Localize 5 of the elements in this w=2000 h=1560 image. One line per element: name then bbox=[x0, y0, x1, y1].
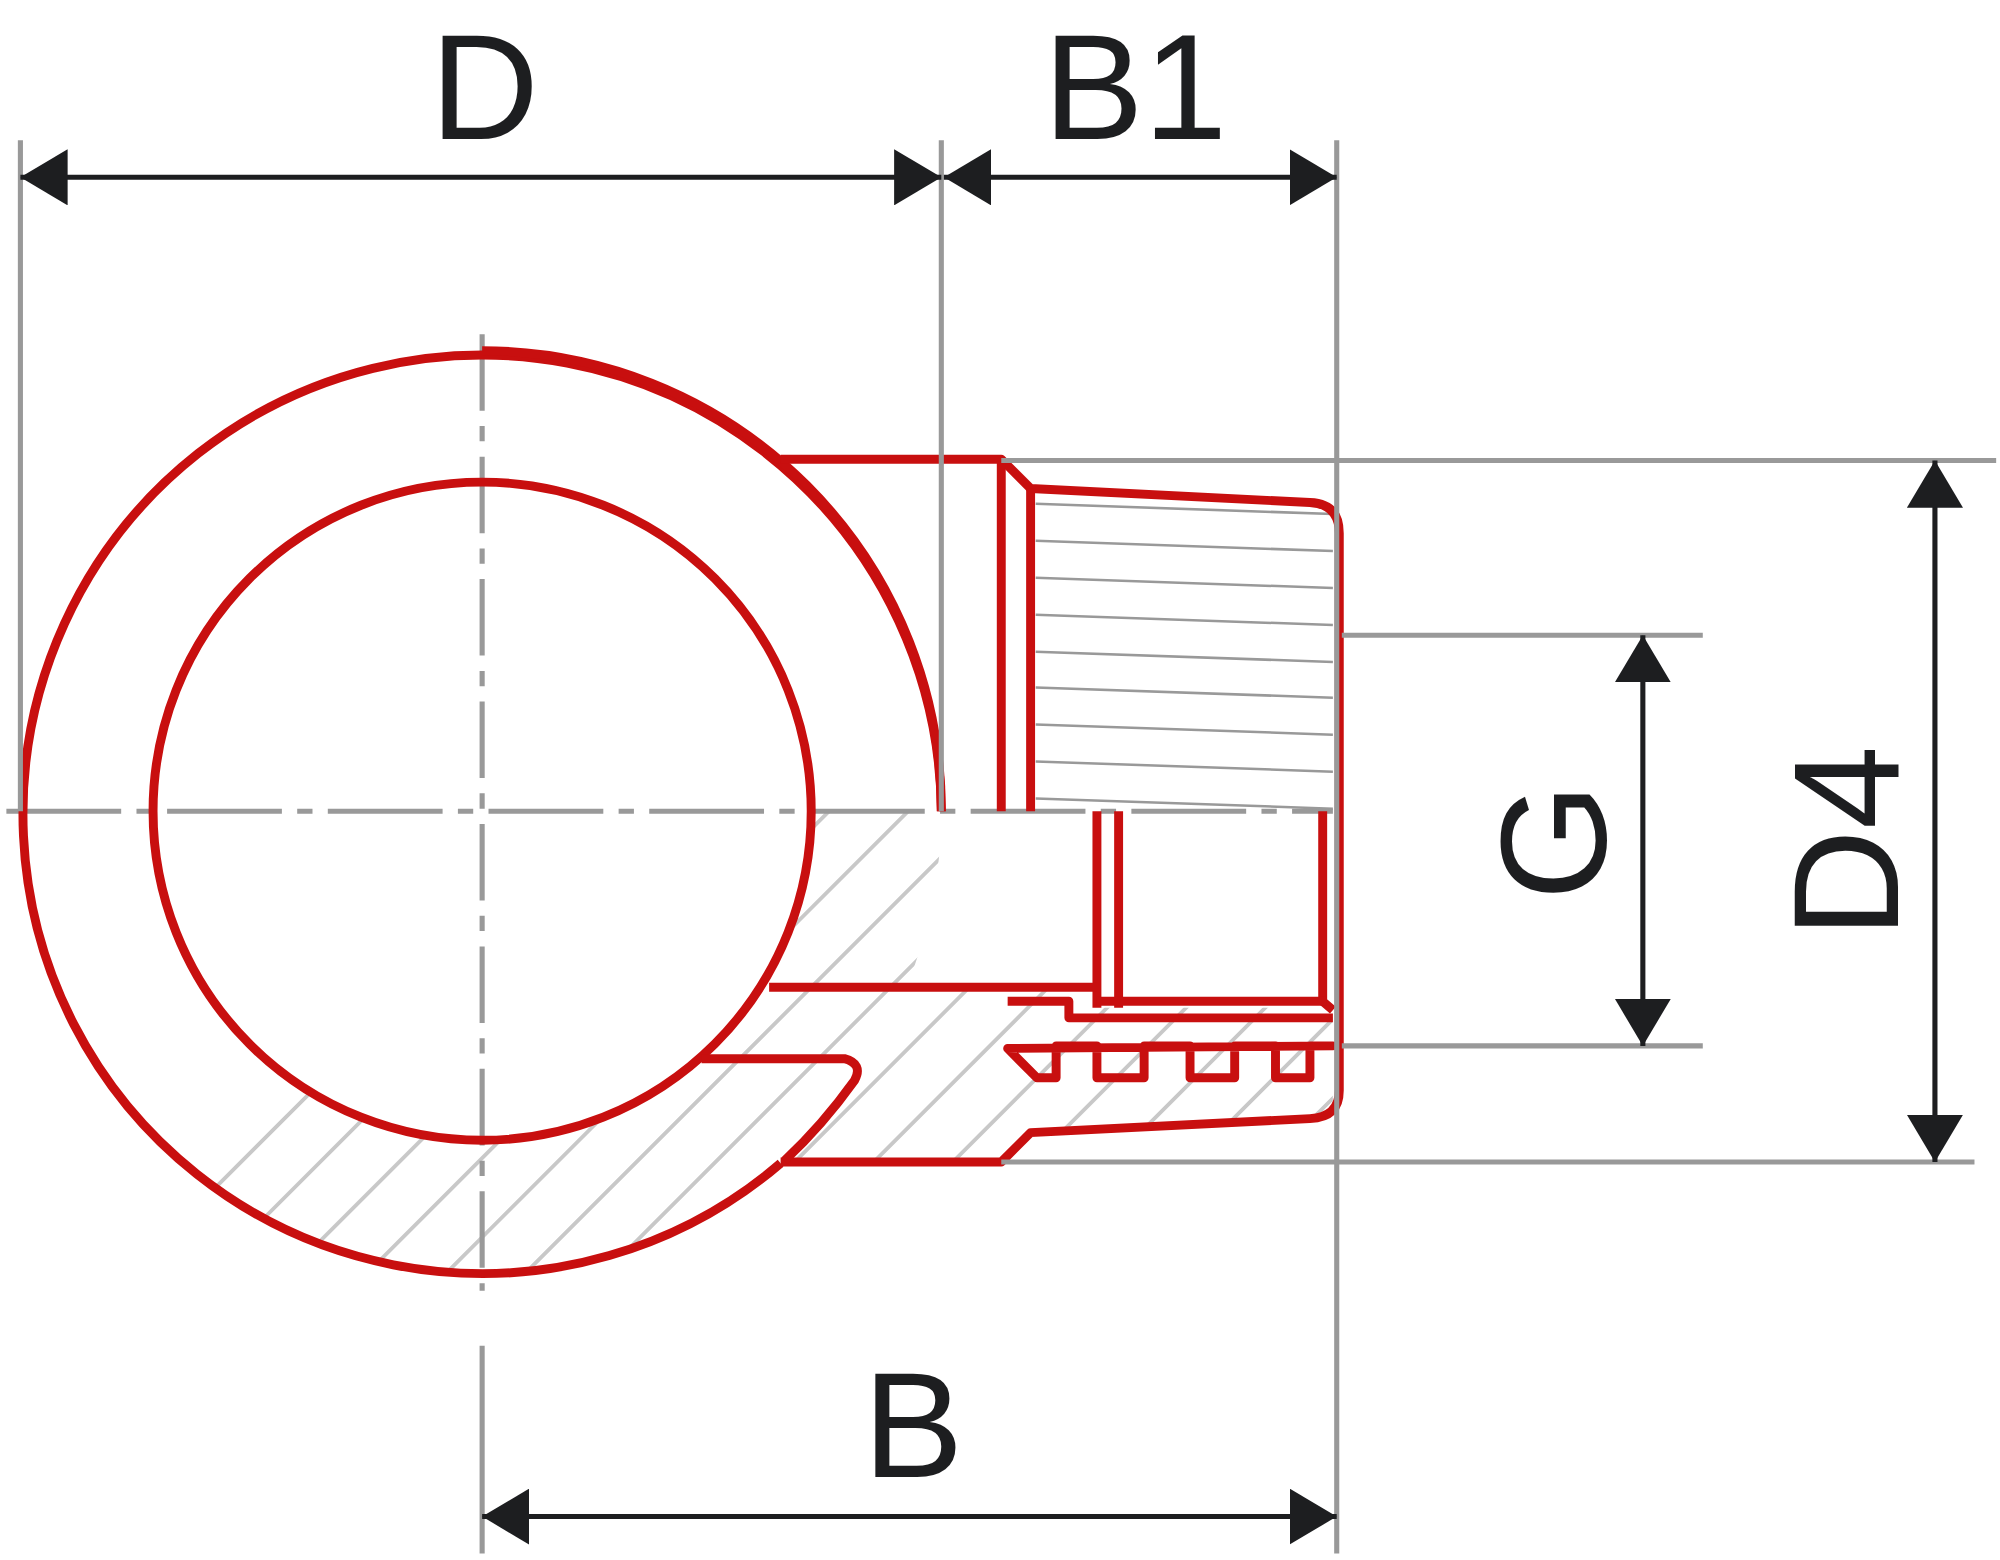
dimension-label: B bbox=[863, 1349, 964, 1500]
dimension-label: D4 bbox=[1770, 745, 1921, 939]
dimension-label: D bbox=[430, 11, 540, 162]
dimension-label: B1 bbox=[1043, 11, 1228, 162]
dimension-label: G bbox=[1478, 783, 1629, 901]
